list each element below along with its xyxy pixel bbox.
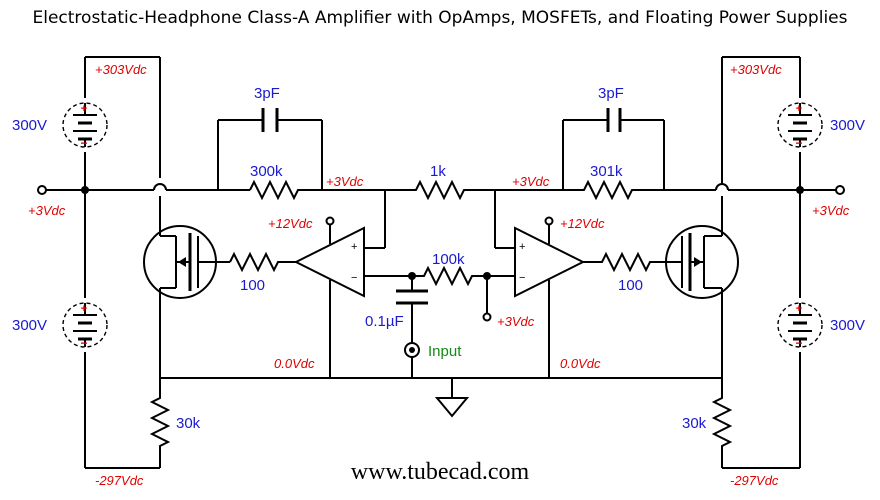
svg-text:−: − <box>80 136 87 150</box>
svg-text:−: − <box>519 272 525 284</box>
voltage-bottom-left: -297Vdc <box>95 473 144 488</box>
voltage-bias: +3Vdc <box>497 314 535 329</box>
res-gate-right-label: 100 <box>618 277 643 294</box>
resistor-source-right <box>711 378 733 468</box>
diagram-title: Electrostatic-Headphone Class-A Amplifie… <box>33 8 848 28</box>
cap-feedback-right-label: 3pF <box>598 85 624 102</box>
svg-text:+: + <box>81 103 87 115</box>
res-input-label: 100k <box>432 251 465 268</box>
svg-text:+: + <box>351 241 357 253</box>
svg-text:−: − <box>351 272 357 284</box>
cap-feedback-left-label: 3pF <box>254 85 280 102</box>
svg-text:+: + <box>81 303 87 315</box>
resistor-feedback-right <box>495 179 712 201</box>
batt-upper-right-label: 300V <box>830 117 865 134</box>
res-feedback-left-label: 300k <box>250 163 283 180</box>
ground-symbol <box>434 397 470 418</box>
left-supply-bus <box>84 56 161 469</box>
resistor-gate-left <box>229 251 296 273</box>
website-text: www.tubecad.com <box>351 459 530 485</box>
batt-lower-left-label: 300V <box>12 317 47 334</box>
input-label: Input <box>428 343 462 360</box>
svg-text:−: − <box>795 336 802 350</box>
mosfet-right <box>665 196 739 378</box>
svg-text:+: + <box>519 241 525 253</box>
voltage-bottom-right: -297Vdc <box>730 473 779 488</box>
voltage-supply-right: +12Vdc <box>560 216 605 231</box>
resistor-feedback-left <box>249 179 400 201</box>
resistor-input <box>412 265 515 287</box>
right-supply-bus <box>721 56 801 469</box>
resistor-bridge <box>400 179 495 201</box>
voltage-node-left: +3Vdc <box>326 174 364 189</box>
res-source-right-label: 30k <box>682 415 707 432</box>
batt-lower-right-label: 300V <box>830 317 865 334</box>
voltage-supply-left: +12Vdc <box>268 216 313 231</box>
voltage-top-right: +303Vdc <box>730 62 782 77</box>
svg-text:−: − <box>795 136 802 150</box>
battery-lower-left: + − <box>62 302 108 350</box>
res-bridge-label: 1k <box>430 163 446 180</box>
res-source-left-label: 30k <box>176 415 201 432</box>
resistor-gate-right <box>583 251 682 273</box>
voltage-rail-left: 0.0Vdc <box>274 356 315 371</box>
battery-lower-right: + − <box>777 302 823 350</box>
svg-text:−: − <box>80 336 87 350</box>
voltage-node-right: +3Vdc <box>512 174 550 189</box>
res-feedback-right-label: 301k <box>590 163 623 180</box>
opamp-left <box>293 226 365 298</box>
opamp-right <box>514 226 586 298</box>
voltage-out-left: +3Vdc <box>28 203 66 218</box>
cap-input-label: 0.1µF <box>365 313 404 330</box>
resistor-source-left <box>149 378 171 468</box>
battery-upper-right: + − <box>777 102 823 150</box>
output-terminal-right <box>835 185 845 195</box>
voltage-top-left: +303Vdc <box>95 62 147 77</box>
battery-upper-left: + − <box>62 102 108 150</box>
svg-text:+: + <box>796 303 802 315</box>
batt-upper-left-label: 300V <box>12 117 47 134</box>
voltage-rail-right: 0.0Vdc <box>560 356 601 371</box>
res-gate-left-label: 100 <box>240 277 265 294</box>
mosfet-left <box>143 196 230 378</box>
svg-text:+: + <box>796 103 802 115</box>
voltage-out-right: +3Vdc <box>812 203 850 218</box>
output-terminal-left <box>37 185 47 195</box>
